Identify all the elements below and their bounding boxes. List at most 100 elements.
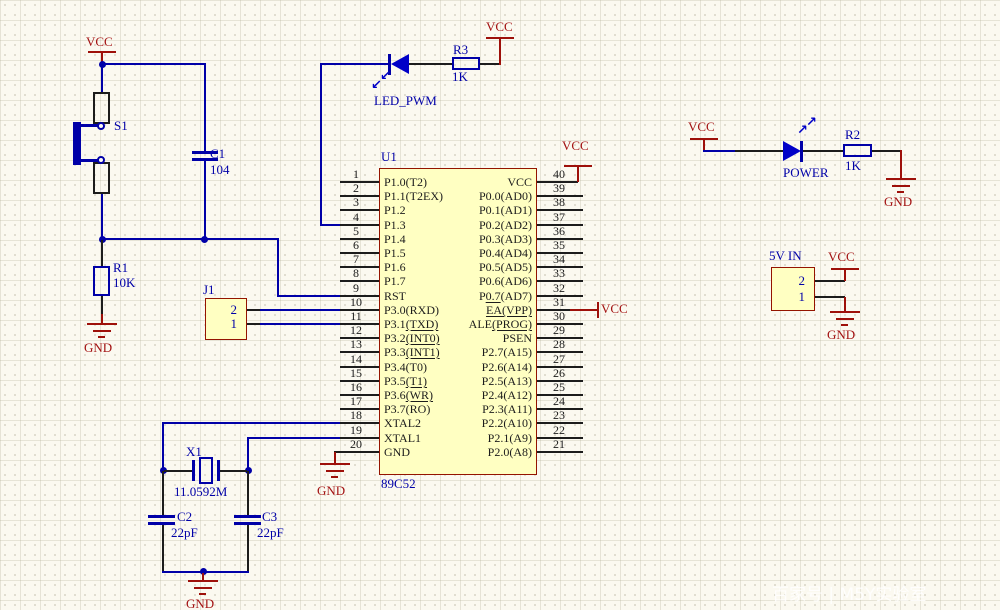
ic-pin-number: 12 xyxy=(350,323,362,337)
ic-pin-name: P0.5(AD5) xyxy=(479,260,532,274)
vcc-label-reset: VCC xyxy=(86,34,113,49)
power-led-label: POWER xyxy=(783,165,829,180)
gnd-symbol xyxy=(98,336,105,338)
r2-body xyxy=(843,144,872,157)
x1-designator: X1 xyxy=(186,444,202,459)
ic-pin-number: 27 xyxy=(553,352,565,366)
conn-5v-pin2-number: 2 xyxy=(798,273,806,288)
wire-xtal1 xyxy=(247,437,340,439)
ic-pin-stub xyxy=(340,451,379,453)
ic-pin-number: 26 xyxy=(553,366,565,380)
r3-designator: R3 xyxy=(453,42,469,57)
wire xyxy=(320,224,340,226)
ic-pin-number: 20 xyxy=(350,437,362,451)
ic-pin-stub xyxy=(537,309,583,311)
ic-pin-name: ALE(PROG) xyxy=(468,317,532,331)
gnd-symbol xyxy=(841,324,848,326)
ic-pin-number: 5 xyxy=(353,224,359,238)
wire xyxy=(277,238,279,297)
ic-pin-stub xyxy=(340,280,379,282)
wire xyxy=(204,161,206,239)
x1-plate xyxy=(217,460,220,481)
wire-xtal2 xyxy=(162,422,340,424)
u1-part-number: 89C52 xyxy=(381,476,416,491)
gnd-stem xyxy=(101,314,103,323)
ic-pin-name: P1.1(T2EX) xyxy=(384,189,443,203)
r1-lead xyxy=(101,240,103,266)
wire xyxy=(101,194,103,240)
ic-pin-stub xyxy=(537,351,583,353)
r3-body xyxy=(452,57,480,70)
ic-pin-stub xyxy=(340,323,379,325)
wire xyxy=(334,451,342,453)
ic-pin-name: P1.3 xyxy=(384,218,406,232)
ic-pin-number: 4 xyxy=(353,210,359,224)
ic-pin-stub xyxy=(340,309,379,311)
switch-plunger xyxy=(73,122,81,165)
gnd-stem xyxy=(202,573,204,580)
u1-body xyxy=(379,168,537,475)
ic-pin-name: P1.6 xyxy=(384,260,406,274)
ic-pin-name: P1.4 xyxy=(384,232,406,246)
wire xyxy=(101,63,103,93)
led-lead xyxy=(409,63,452,65)
ic-pin-stub xyxy=(537,451,583,453)
conn-5v-label: 5V IN xyxy=(769,248,802,263)
s1-designator: S1 xyxy=(114,118,128,133)
u1-designator: U1 xyxy=(381,149,397,164)
vcc-port-line xyxy=(570,309,598,311)
x1-plate xyxy=(192,460,195,481)
gnd-stem xyxy=(844,297,846,311)
led-pwm-triangle xyxy=(391,54,409,74)
junction-dot xyxy=(201,236,208,243)
x1-value: 11.0592M xyxy=(174,484,228,499)
switch-contact-bottom xyxy=(93,162,110,194)
power-led-triangle xyxy=(783,141,801,161)
wire xyxy=(101,238,279,240)
c2-plate xyxy=(148,515,175,518)
gnd-symbol xyxy=(320,463,350,465)
gnd-symbol xyxy=(188,580,218,582)
led-pwm-cathode-bar xyxy=(388,54,391,75)
ic-pin-name: XTAL2 xyxy=(384,416,422,430)
switch-prong xyxy=(81,124,98,127)
ic-pin-stub xyxy=(340,266,379,268)
ic-pin-name: P3.4(T0) xyxy=(384,360,427,374)
ic-pin-stub xyxy=(340,195,379,197)
gnd-symbol xyxy=(93,330,111,332)
wire xyxy=(260,323,340,325)
ic-pin-stub xyxy=(340,224,379,226)
ic-pin-stub xyxy=(537,422,583,424)
wire xyxy=(247,437,249,471)
ic-pin-name: P3.3(INT1) xyxy=(384,345,440,359)
c1-plate xyxy=(192,158,218,161)
ic-pin-stub xyxy=(537,181,578,183)
ic-pin-stub xyxy=(537,437,583,439)
ic-pin-stub xyxy=(340,337,379,339)
j1-stub xyxy=(247,323,261,325)
gnd-symbol xyxy=(199,593,206,595)
ic-pin-stub xyxy=(340,408,379,410)
wire xyxy=(320,63,389,65)
c3-lead xyxy=(247,525,249,573)
ic-pin-number: 24 xyxy=(553,394,565,408)
ic-pin-name: P3.7(RO) xyxy=(384,402,431,416)
r2-value: 1K xyxy=(845,158,861,173)
ic-pin-number: 28 xyxy=(553,337,565,351)
ic-pin-stub xyxy=(340,380,379,382)
led-emission-arrow: ↙ xyxy=(380,69,391,84)
vcc-symbol-bar xyxy=(690,138,718,140)
ic-pin-number: 17 xyxy=(350,394,362,408)
j1-pin1-number: 1 xyxy=(230,316,238,331)
ic-pin-name: P2.0(A8) xyxy=(487,445,532,459)
ic-pin-name: P2.3(A11) xyxy=(482,402,532,416)
ic-pin-name: P3.5(T1) xyxy=(384,374,428,388)
ic-pin-number: 9 xyxy=(353,281,359,295)
wire xyxy=(101,63,206,65)
ic-pin-name: P2.5(A13) xyxy=(481,374,532,388)
gnd-symbol xyxy=(897,191,904,193)
vcc-symbol-bar xyxy=(564,165,592,167)
ic-pin-name: P2.7(A15) xyxy=(481,345,532,359)
c3-plate xyxy=(234,522,261,525)
ic-pin-name: RST xyxy=(384,289,407,303)
